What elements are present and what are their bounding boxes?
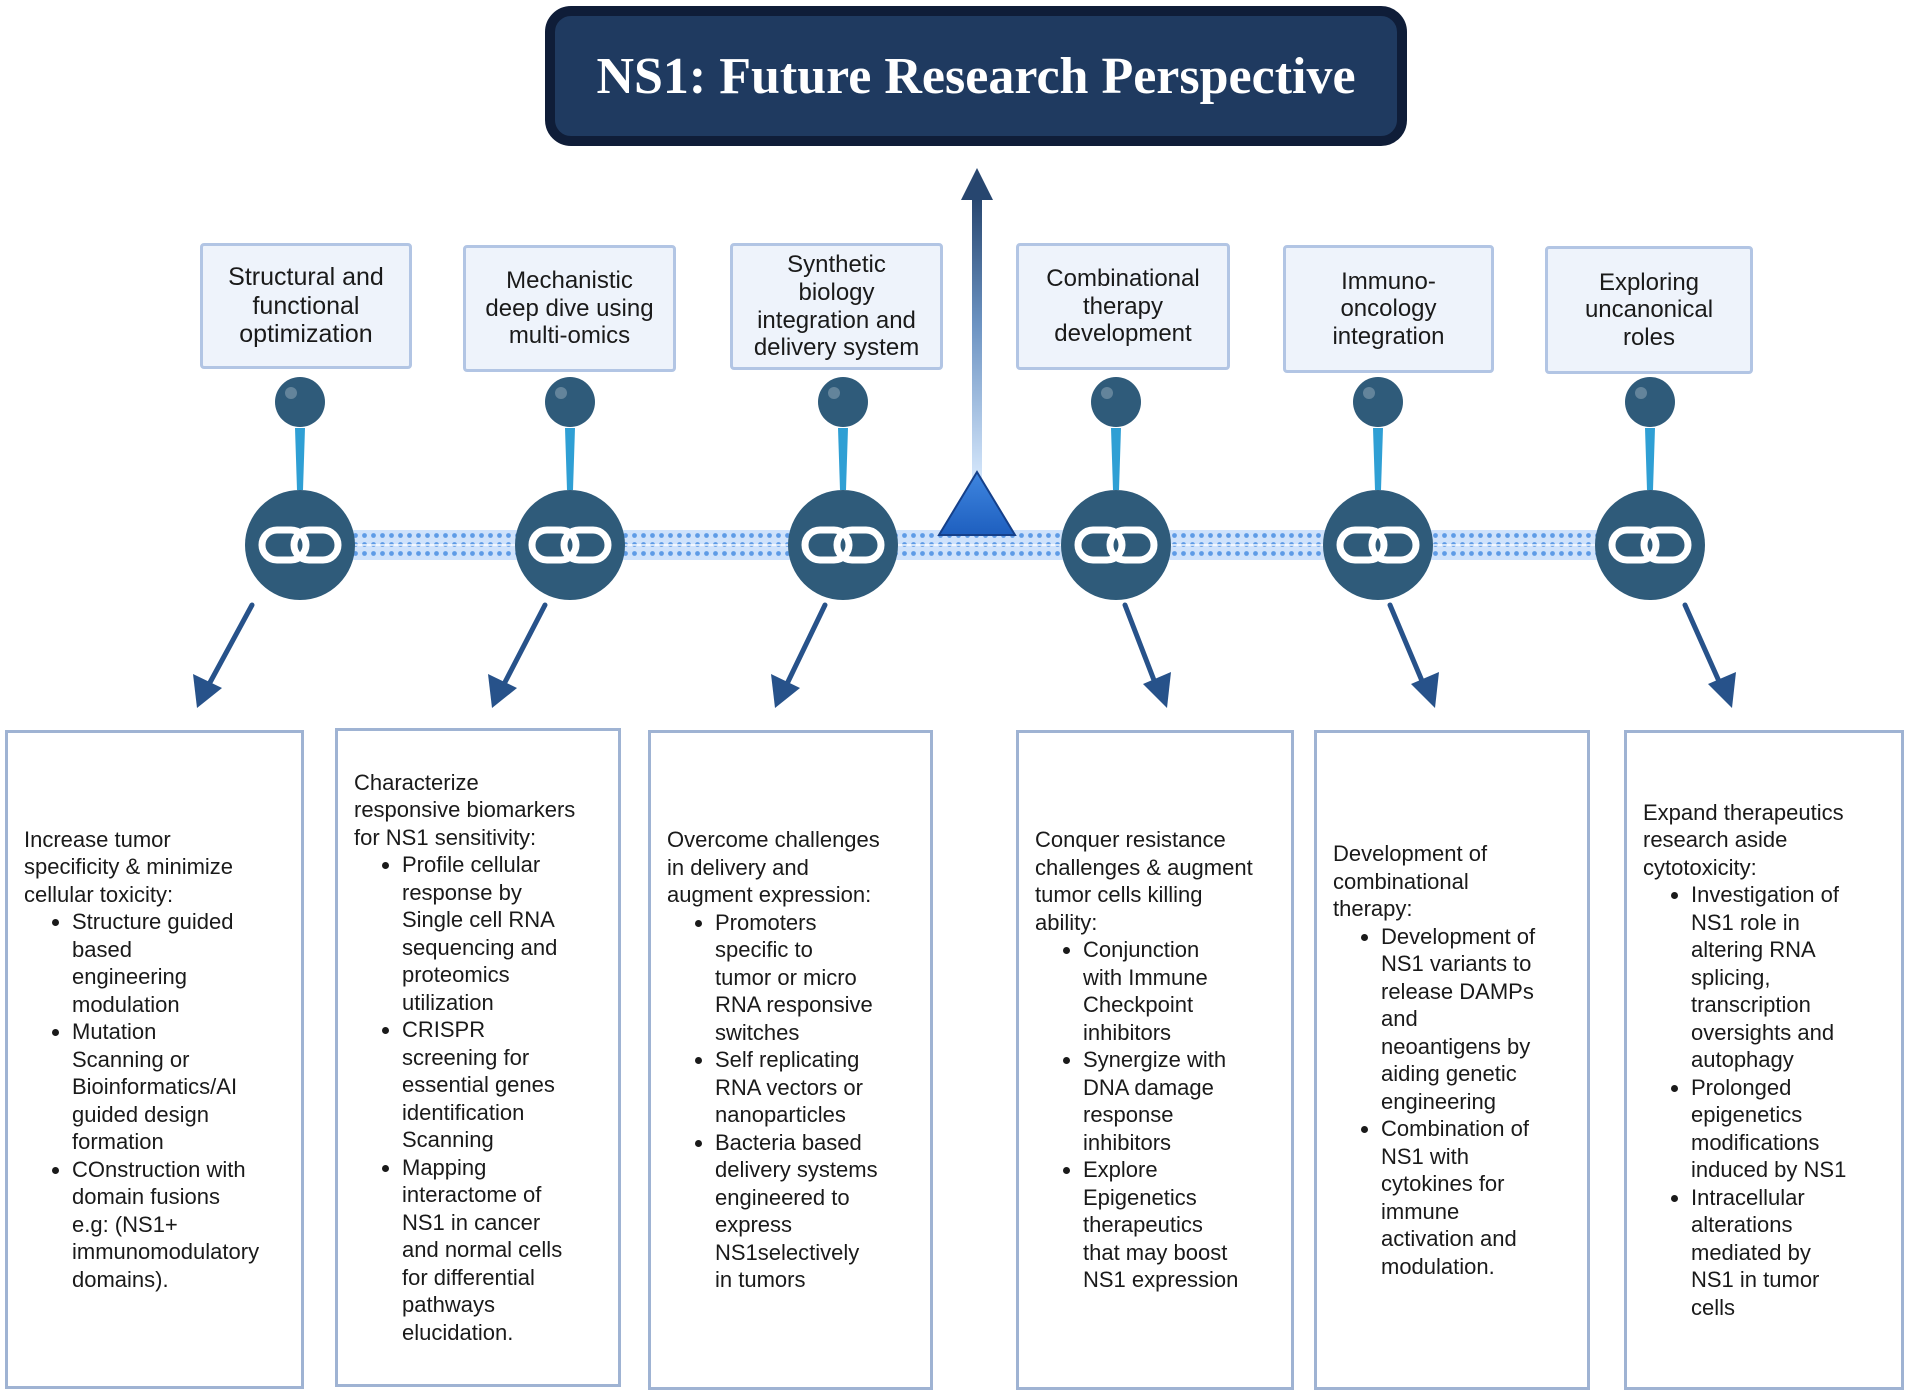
list-item: Development of NS1 variants to release D… bbox=[1381, 923, 1573, 1116]
list-item: Structure guided based engineering modul… bbox=[72, 908, 287, 1018]
connector-stems bbox=[295, 428, 1655, 490]
list-item: Conjunction with Immune Checkpoint inhib… bbox=[1083, 936, 1277, 1046]
bullet-list: Profile cellular response by Single cell… bbox=[354, 851, 604, 1346]
bullet-list: Conjunction with Immune Checkpoint inhib… bbox=[1035, 936, 1277, 1294]
list-item: Investigation of NS1 role in altering RN… bbox=[1691, 881, 1887, 1074]
content-box-immuno-oncology: Development of combinational therapy: De… bbox=[1314, 730, 1590, 1390]
bullet-list: Investigation of NS1 role in altering RN… bbox=[1643, 881, 1887, 1321]
list-item: Bacteria based delivery systems engineer… bbox=[715, 1129, 916, 1294]
list-item: Intracellular alterations mediated by NS… bbox=[1691, 1184, 1887, 1322]
content-intro: Conquer resistance challenges & augment … bbox=[1035, 827, 1253, 935]
down-arrows bbox=[204, 602, 1725, 691]
content-box-uncanonical-roles: Expand therapeutics research aside cytot… bbox=[1624, 730, 1904, 1390]
label-uncanonical-roles: Exploring uncanonical roles bbox=[1545, 246, 1753, 374]
content-intro: Expand therapeutics research aside cytot… bbox=[1643, 799, 1844, 880]
chain-link-icon bbox=[515, 490, 625, 600]
content-box-mechanistic-deep-dive: Characterize responsive biomarkers for N… bbox=[335, 728, 621, 1387]
content-intro: Overcome challenges in delivery and augm… bbox=[667, 827, 880, 908]
chain-link-icon bbox=[1595, 490, 1705, 600]
upward-arrow bbox=[961, 168, 993, 478]
list-item: COnstruction with domain fusions e.g: (N… bbox=[72, 1156, 287, 1294]
chain-link-icon bbox=[245, 490, 355, 600]
list-item: Mapping interactome of NS1 in cancer and… bbox=[402, 1154, 604, 1347]
bullet-list: Development of NS1 variants to release D… bbox=[1333, 923, 1573, 1281]
label-structural-optimization: Structural and functional optimization bbox=[200, 243, 412, 369]
list-item: Explore Epigenetics therapeutics that ma… bbox=[1083, 1156, 1277, 1294]
content-intro: Development of combinational therapy: bbox=[1333, 841, 1488, 921]
pin-ball-icon bbox=[1353, 377, 1403, 427]
label-combinational-therapy: Combinational therapy development bbox=[1016, 243, 1230, 370]
content-box-combinational-therapy: Conquer resistance challenges & augment … bbox=[1016, 730, 1294, 1390]
content-box-structural-optimization: Increase tumor specificity & minimize ce… bbox=[5, 730, 304, 1389]
label-synthetic-biology: Synthetic biology integration and delive… bbox=[730, 243, 943, 370]
list-item: Profile cellular response by Single cell… bbox=[402, 851, 604, 1016]
chain-link-icon bbox=[1323, 490, 1433, 600]
list-item: Mutation Scanning or Bioinformatics/AI g… bbox=[72, 1018, 287, 1156]
timeline-triangle-marker bbox=[937, 470, 1017, 536]
bullet-list: Promoters specific to tumor or micro RNA… bbox=[667, 909, 916, 1294]
label-immuno-oncology: Immuno- oncology integration bbox=[1283, 245, 1494, 373]
list-item: Prolonged epigenetics modifications indu… bbox=[1691, 1074, 1887, 1184]
label-mechanistic-deep-dive: Mechanistic deep dive using multi-omics bbox=[463, 245, 676, 372]
chain-link-icon bbox=[788, 490, 898, 600]
arrow-heads bbox=[193, 672, 1736, 708]
pin-ball-icon bbox=[818, 377, 868, 427]
pin-ball-icon bbox=[545, 377, 595, 427]
content-box-synthetic-biology: Overcome challenges in delivery and augm… bbox=[648, 730, 933, 1390]
list-item: Self replicating RNA vectors or nanopart… bbox=[715, 1046, 916, 1129]
title-banner: NS1: Future Research Perspective bbox=[545, 6, 1407, 146]
content-intro: Characterize responsive biomarkers for N… bbox=[354, 769, 576, 850]
list-item: Promoters specific to tumor or micro RNA… bbox=[715, 909, 916, 1047]
content-intro: Increase tumor specificity & minimize ce… bbox=[24, 826, 234, 907]
list-item: Synergize with DNA damage response inhib… bbox=[1083, 1046, 1277, 1156]
pin-ball-icon bbox=[1625, 377, 1675, 427]
pin-ball-icon bbox=[275, 377, 325, 427]
list-item: CRISPR screening for essential genes ide… bbox=[402, 1016, 604, 1154]
list-item: Combination of NS1 with cytokines for im… bbox=[1381, 1115, 1573, 1280]
chain-link-icon bbox=[1061, 490, 1171, 600]
bullet-list: Structure guided based engineering modul… bbox=[24, 908, 287, 1293]
timeline-band bbox=[300, 530, 1660, 560]
pin-ball-icon bbox=[1091, 377, 1141, 427]
diagram-title: NS1: Future Research Perspective bbox=[596, 47, 1356, 105]
